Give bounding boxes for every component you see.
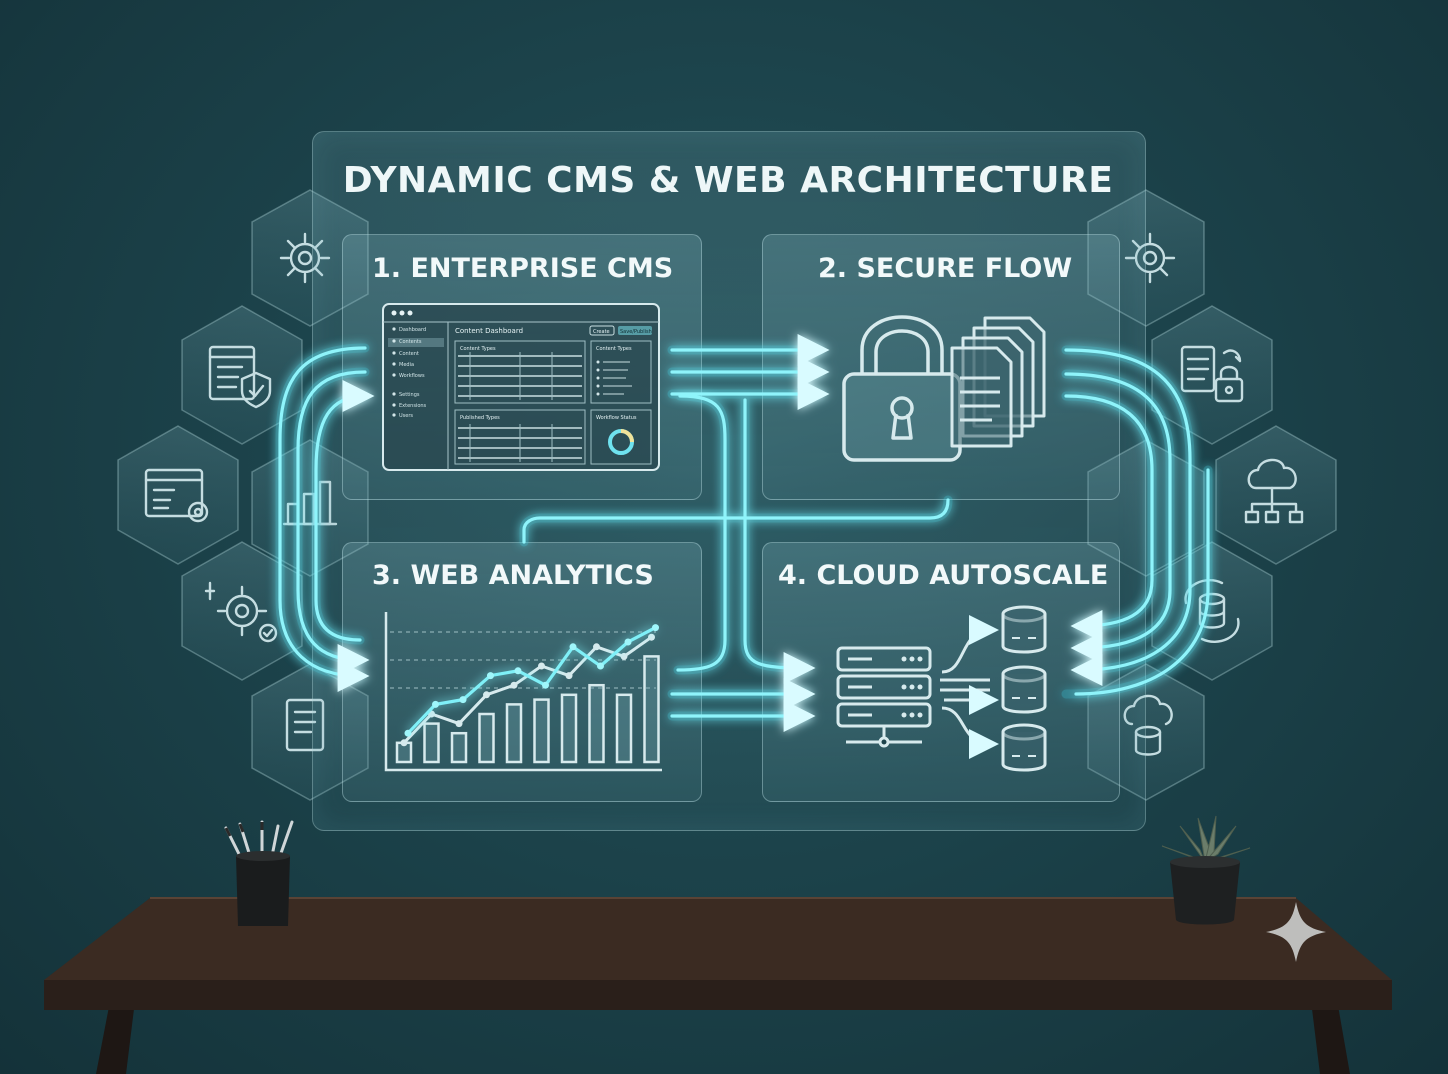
chart-point: [510, 681, 518, 689]
document-icon: [285, 698, 325, 752]
cms-box1-title: Content Types: [460, 346, 496, 352]
analytics-chart: [384, 612, 662, 772]
chart-bar: [478, 712, 495, 764]
browser-gear-icon: [144, 468, 209, 523]
chart-point: [538, 662, 545, 670]
chart-bar: [533, 698, 550, 764]
flow-lines: [275, 334, 1213, 732]
plant-pot: [1161, 815, 1251, 925]
cms-nav-bullet: [392, 403, 396, 407]
desk: [44, 897, 1392, 1074]
chart-bar: [560, 693, 578, 764]
cms-nav-item: Media: [399, 362, 414, 368]
panel-cloud-autoscale: [762, 542, 1120, 802]
hex-left-2: [181, 305, 303, 445]
chart-point: [593, 643, 600, 651]
chart-point: [432, 700, 439, 708]
document-lock-icon: [1180, 345, 1244, 403]
board-title: DYNAMIC CMS & WEB ARCHITECTURE: [342, 160, 1114, 201]
cms-dashboard-screen: Content Dashboard Create Save/Publish Da…: [382, 303, 660, 471]
cms-box3-title: Published Types: [460, 415, 500, 421]
sparkle-mark: [1266, 902, 1326, 962]
cms-nav-item: Workflows: [399, 373, 425, 379]
cms-nav-item: Contents: [399, 339, 422, 345]
hex-right-3: [1215, 425, 1337, 565]
cms-create-button: Create: [593, 329, 610, 335]
cms-nav-bullet: [392, 351, 396, 355]
scaling-arrows: [940, 615, 990, 759]
chart-bar: [615, 693, 633, 764]
cloud-database-icon: [1123, 694, 1173, 756]
panel-title-enterprise-cms: 1. ENTERPRISE CMS: [372, 253, 674, 284]
panel-title-web-analytics: 3. WEB ANALYTICS: [372, 560, 654, 591]
chart-point: [514, 667, 522, 675]
cms-nav-item: Settings: [399, 392, 420, 398]
gear-icon: [279, 232, 331, 284]
cms-nav-item: Extensions: [399, 403, 427, 409]
cms-nav-bullet: [392, 413, 396, 417]
chart-points-b: [400, 633, 655, 747]
cms-nav: DashboardContentsContentMediaWorkflowsSe…: [392, 327, 427, 419]
padlock-icon: [842, 315, 962, 462]
chart-point: [483, 691, 490, 699]
database-icons: [1001, 605, 1047, 772]
chart-point: [404, 729, 412, 737]
cms-nav-bullet: [392, 373, 396, 377]
sync-gear-icon: [204, 581, 278, 643]
chart-bar: [450, 731, 468, 764]
network-gear-icon: [1124, 232, 1176, 284]
cms-nav-item: Users: [399, 413, 413, 419]
hex-left-3: [117, 425, 239, 565]
chart-bar: [505, 703, 523, 764]
cms-publish-button: Save/Publish: [620, 329, 652, 335]
chart-point: [455, 720, 463, 728]
document-shield-icon: [208, 345, 272, 409]
chart-point: [542, 681, 549, 689]
document-stack-icon: [950, 316, 1046, 448]
cms-nav-bullet: [392, 339, 396, 343]
cms-nav-item: Content: [399, 351, 419, 357]
cms-screen-header: Content Dashboard: [455, 327, 523, 335]
panel-title-cloud-autoscale: 4. CLOUD AUTOSCALE: [778, 560, 1109, 591]
server-rack-icon: [836, 646, 932, 748]
chart-point: [459, 696, 467, 704]
panel-title-secure-flow: 2. SECURE FLOW: [818, 253, 1073, 284]
cloud-network-icon: [1244, 458, 1304, 524]
chart-point: [487, 672, 494, 680]
cms-box4-title: Workflow Status: [596, 415, 637, 421]
chart-line-a: [406, 626, 657, 735]
chart-point: [648, 633, 655, 641]
chart-point: [597, 662, 604, 670]
chart-point: [400, 739, 408, 747]
chart-point: [569, 643, 577, 651]
chart-point: [652, 624, 659, 632]
cms-nav-bullet: [392, 362, 396, 366]
chart-bar: [588, 683, 605, 764]
chart-point: [624, 638, 632, 646]
chart-point: [620, 652, 628, 660]
chart-bar: [643, 655, 660, 764]
cms-nav-item: Dashboard: [399, 327, 426, 333]
pencil-cup: [224, 820, 294, 926]
cms-nav-bullet: [392, 392, 396, 396]
hex-right-1: [1087, 189, 1205, 327]
cms-nav-bullet: [392, 327, 396, 331]
cms-box2-title: Content Types: [596, 346, 632, 352]
chart-points-a: [404, 624, 659, 737]
chart-point: [565, 672, 573, 680]
chart-bars: [395, 655, 660, 764]
chart-bar: [423, 722, 440, 764]
